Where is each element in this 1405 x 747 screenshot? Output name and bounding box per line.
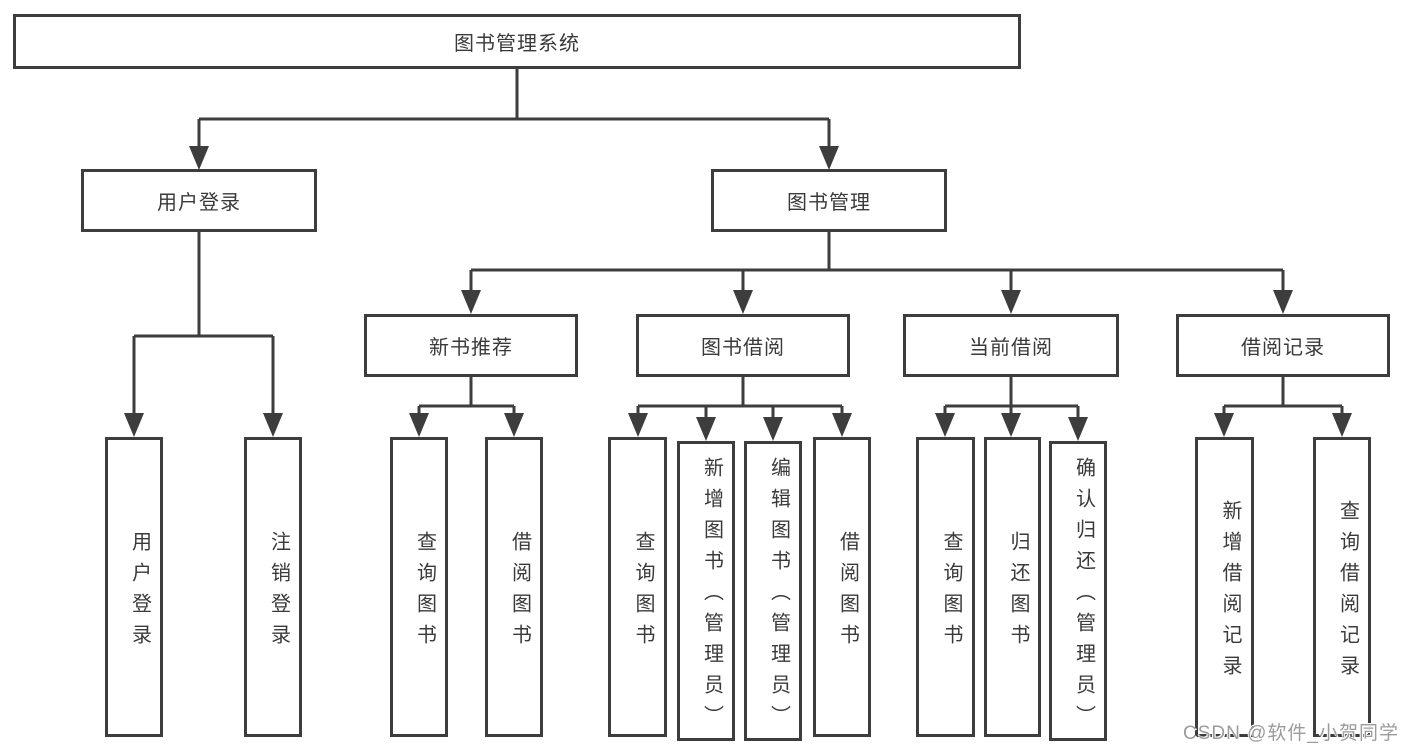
watermark-csdn: CSDN @软件_小贺同学 <box>1183 723 1399 744</box>
node-label: 用户登录 <box>157 192 241 214</box>
node-label: 确认归还（管理员） <box>1072 457 1095 736</box>
node-borrowing-records: 借阅记录 <box>1176 314 1390 377</box>
node-label: 新书推荐 <box>429 337 513 359</box>
node-query-borrow-record: 查询借阅记录 <box>1313 437 1371 737</box>
node-label: 注销登录 <box>267 530 290 655</box>
node-query-books-recommend: 查询图书 <box>390 437 448 737</box>
node-label: 查询借阅记录 <box>1336 499 1359 686</box>
node-add-books-admin: 新增图书（管理员） <box>677 441 735 741</box>
node-current-borrowing: 当前借阅 <box>903 314 1119 377</box>
node-label: 借阅图书 <box>836 530 859 655</box>
arrowhead-triangles <box>124 146 1352 441</box>
node-query-books-borrowing: 查询图书 <box>608 437 667 737</box>
node-label: 当前借阅 <box>969 337 1053 359</box>
node-return-books: 归还图书 <box>984 437 1041 737</box>
node-label: 编辑图书（管理员） <box>767 457 790 736</box>
node-book-borrowing: 图书借阅 <box>636 314 850 377</box>
node-query-books-current: 查询图书 <box>916 437 975 737</box>
node-label: 图书借阅 <box>701 337 785 359</box>
node-label: 图书管理 <box>787 192 871 214</box>
node-label: 用户登录 <box>128 530 151 655</box>
node-library-management-system: 图书管理系统 <box>13 14 1021 69</box>
node-edit-books-admin: 编辑图书（管理员） <box>744 441 802 741</box>
node-book-management: 图书管理 <box>711 169 947 232</box>
node-label: 查询图书 <box>940 530 962 655</box>
node-borrow-books-borrowing: 借阅图书 <box>813 437 871 737</box>
node-label: 归还图书 <box>1007 530 1029 655</box>
node-new-book-recommend: 新书推荐 <box>364 314 578 377</box>
node-logout: 注销登录 <box>244 437 302 737</box>
node-label: 新增借阅记录 <box>1219 499 1241 686</box>
node-borrow-books-recommend: 借阅图书 <box>485 437 543 737</box>
node-label: 借阅记录 <box>1241 337 1325 359</box>
connector-line-paths <box>132 69 1344 417</box>
node-label: 图书管理系统 <box>454 33 580 55</box>
node-add-borrow-record: 新增借阅记录 <box>1195 437 1254 737</box>
node-label: 借阅图书 <box>508 530 531 655</box>
node-user-login-branch: 用户登录 <box>81 169 317 232</box>
node-label: 查询图书 <box>632 530 654 655</box>
node-user-login: 用户登录 <box>105 437 163 737</box>
node-label: 新增图书（管理员） <box>700 457 723 736</box>
node-confirm-return-admin: 确认归还（管理员） <box>1049 441 1107 741</box>
node-label: 查询图书 <box>413 530 436 655</box>
